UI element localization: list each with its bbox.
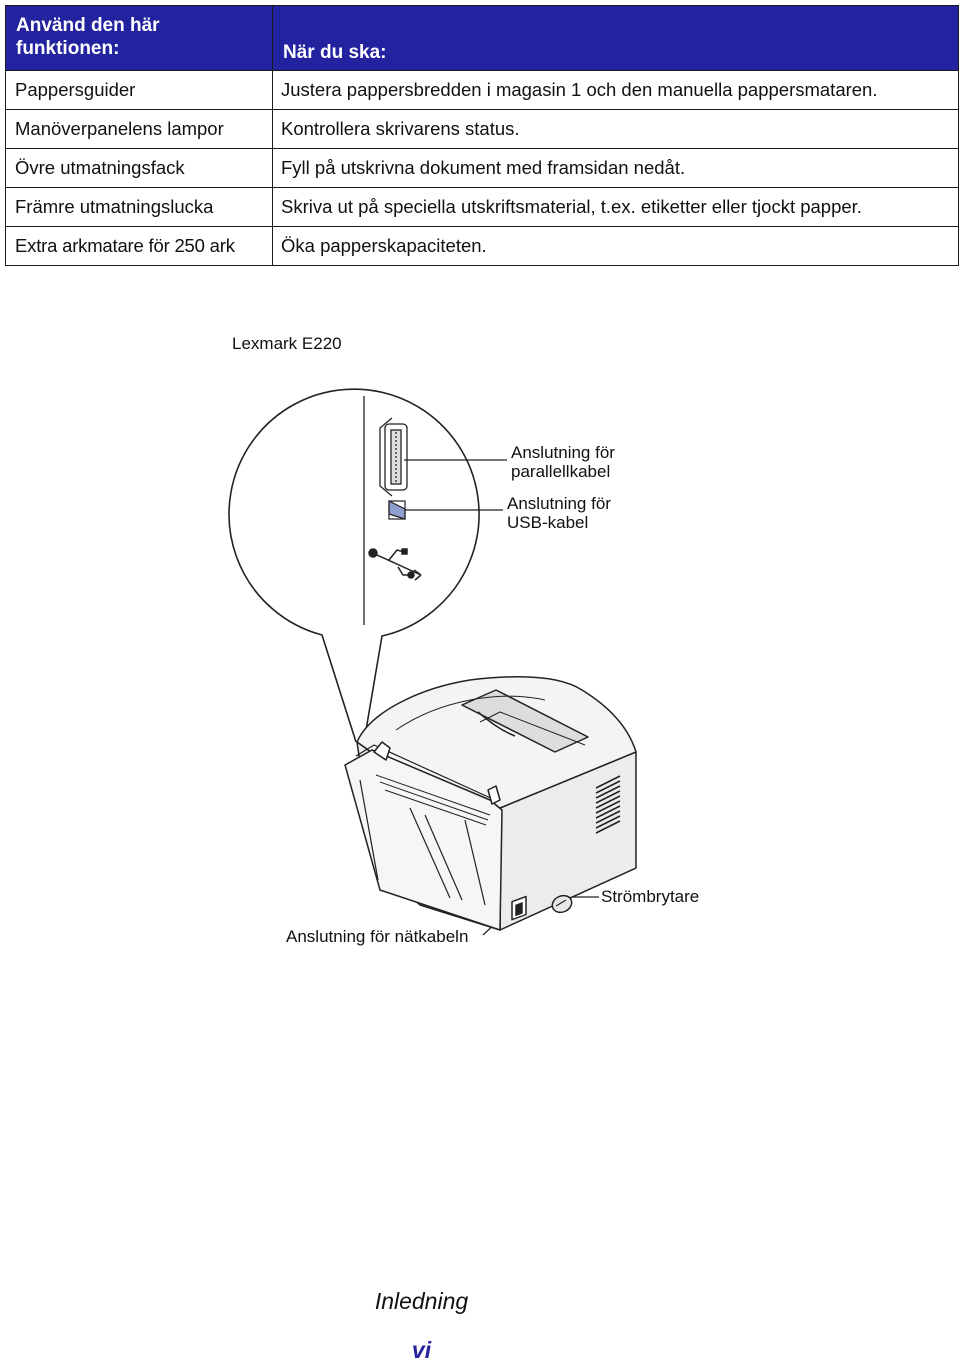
purpose-cell: Öka papperskapaciteten.	[272, 226, 959, 266]
feature-cell: Pappersguider	[5, 70, 273, 110]
callout-power-switch-label: Strömbrytare	[601, 887, 700, 906]
callout-power-cable-label: Anslutning för nätkabeln	[286, 927, 469, 946]
footer-page-number: vi	[411, 1337, 432, 1363]
callout-parallel-label-1: Anslutning för	[511, 443, 615, 462]
feature-table: Använd den här funktionen: När du ska: P…	[5, 5, 959, 266]
table-header-row: Använd den här funktionen: När du ska:	[5, 5, 959, 71]
header-purpose: När du ska:	[272, 5, 959, 71]
table-row: Främre utmatningslucka Skriva ut på spec…	[5, 187, 959, 227]
printer-body	[344, 676, 637, 931]
table-row: Pappersguider Justera pappersbredden i m…	[5, 70, 959, 110]
usb-port-icon	[388, 500, 406, 520]
purpose-cell: Justera pappersbredden i magasin 1 och d…	[272, 70, 959, 110]
parallel-port-icon	[379, 417, 408, 497]
purpose-cell: Skriva ut på speciella utskriftsmaterial…	[272, 187, 959, 227]
feature-cell: Extra arkmatare för 250 ark	[5, 226, 273, 266]
printer-model-label: Lexmark E220	[232, 334, 342, 353]
usb-symbol-icon	[368, 548, 422, 581]
table-row: Extra arkmatare för 250 ark Öka pappersk…	[5, 226, 959, 266]
zoom-callout-bubble	[228, 388, 480, 743]
purpose-cell: Kontrollera skrivarens status.	[272, 109, 959, 149]
table-row: Manöverpanelens lampor Kontrollera skriv…	[5, 109, 959, 149]
callout-usb-label-1: Anslutning för	[507, 494, 611, 513]
callout-parallel-label-2: parallellkabel	[511, 462, 611, 481]
feature-cell: Övre utmatningsfack	[5, 148, 273, 188]
feature-cell: Manöverpanelens lampor	[5, 109, 273, 149]
feature-cell: Främre utmatningslucka	[5, 187, 273, 227]
callout-usb-label-2: USB-kabel	[507, 513, 589, 532]
header-feature: Använd den här funktionen:	[5, 5, 273, 71]
footer-section-title: Inledning	[374, 1288, 469, 1314]
